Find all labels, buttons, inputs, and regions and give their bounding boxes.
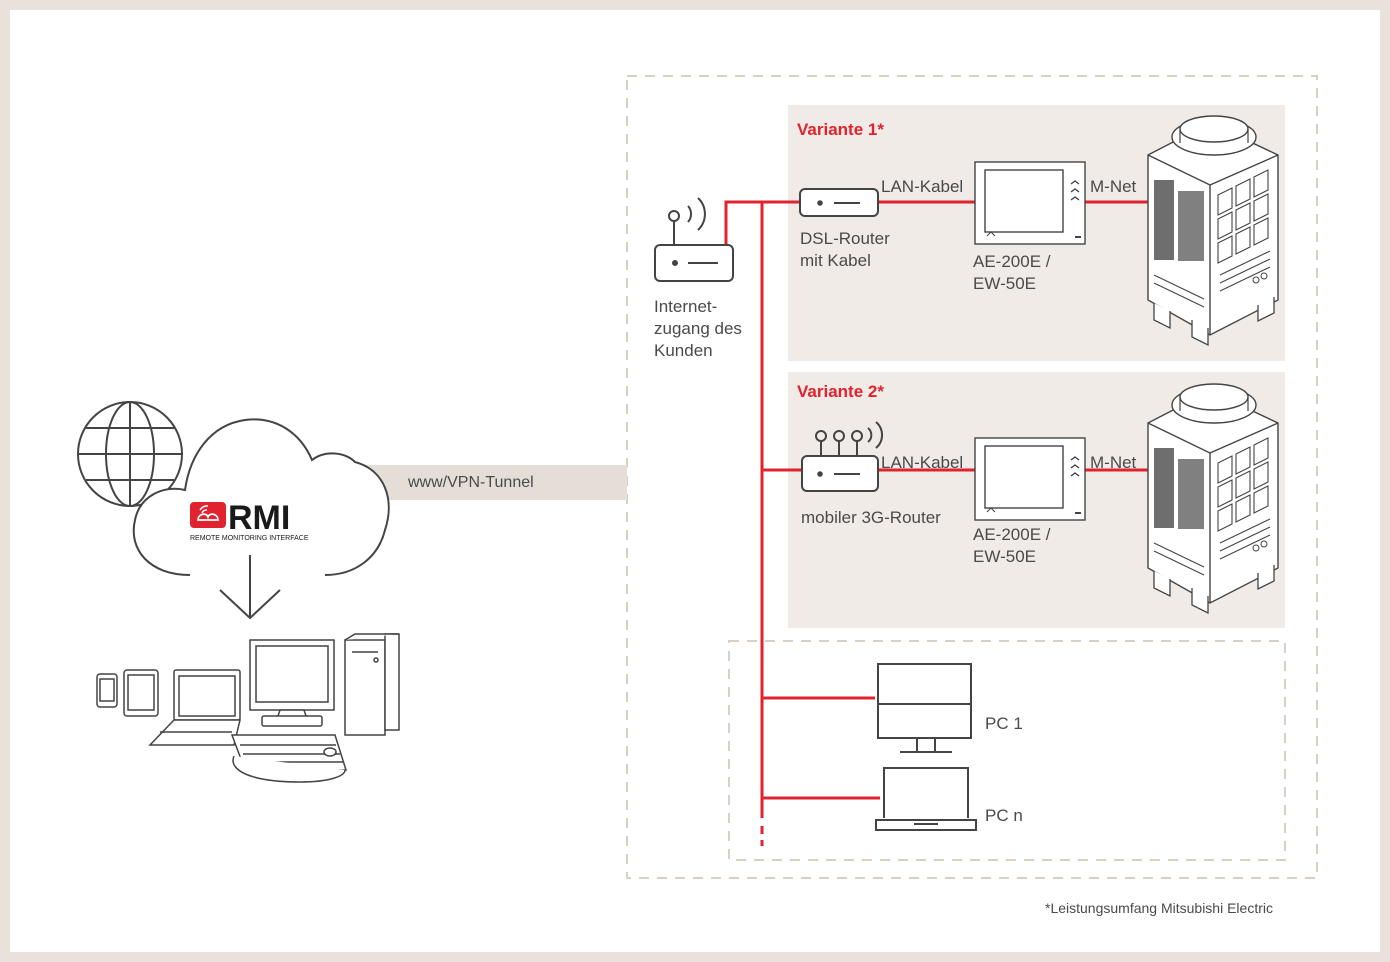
mobile-router-icon — [801, 421, 883, 492]
dsl-router-icon — [799, 188, 879, 217]
network-lines — [724, 200, 1150, 846]
variant1-lan-label: LAN-Kabel — [881, 177, 964, 196]
rmi-logo-text: RMI — [228, 499, 290, 537]
download-arrow-icon — [219, 555, 281, 620]
vpn-tunnel-label: www/VPN-Tunnel — [408, 474, 534, 491]
monitor-icon — [877, 663, 972, 753]
pcn-label: PC n — [985, 806, 1023, 825]
controller-icon — [974, 437, 1086, 521]
devices-icon — [96, 633, 400, 783]
controller-icon — [974, 161, 1086, 245]
footnote: *Leistungsumfang Mitsubishi Electric — [1045, 900, 1273, 916]
variant1-mnet-label: M-Net — [1090, 177, 1137, 196]
variant2-mnet-label: M-Net — [1090, 453, 1137, 472]
variant2-router-label: mobiler 3G-Router — [801, 508, 941, 527]
laptop-icon — [875, 767, 977, 831]
variant2-title: Variante 2* — [797, 382, 884, 401]
outdoor-unit-icon — [1147, 383, 1279, 614]
variant1-controller-label: AE-200E / EW-50E — [973, 252, 1051, 293]
cloud-icon — [132, 418, 390, 576]
variant1-title: Variante 1* — [797, 120, 884, 139]
rmi-tagline: REMOTE MONITORING INTERFACE — [190, 535, 309, 542]
pc1-label: PC 1 — [985, 714, 1023, 733]
variant2-controller-label: AE-200E / EW-50E — [973, 525, 1051, 566]
customer-router-label: Internet- zugang des Kunden — [654, 297, 742, 360]
globe-icon — [77, 401, 183, 507]
rmi-logo: RMI REMOTE MONITORING INTERFACE — [190, 499, 309, 542]
outdoor-unit-icon — [1147, 115, 1279, 346]
router-icon — [654, 197, 734, 282]
variant2-lan-label: LAN-Kabel — [881, 453, 964, 472]
variant1-router-label: DSL-Router mit Kabel — [800, 229, 890, 270]
pc-boundary — [728, 640, 1286, 861]
